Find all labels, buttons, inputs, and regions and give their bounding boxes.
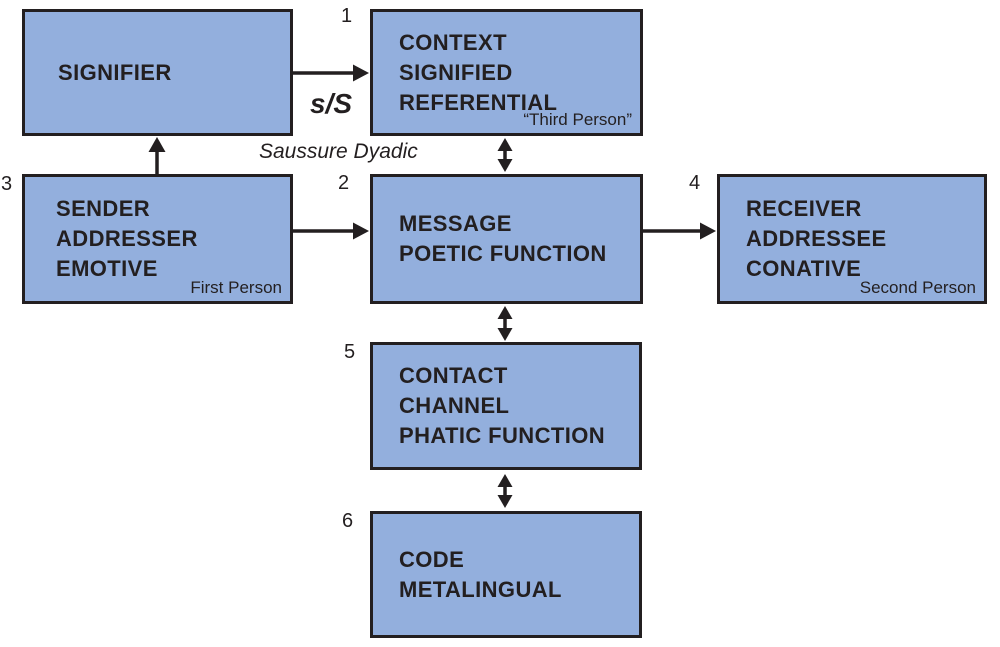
box-number-message: 2 bbox=[338, 172, 350, 194]
double-arrow-message-contact bbox=[497, 306, 513, 341]
box-label: POETIC FUNCTION bbox=[399, 241, 607, 266]
box-label: RECEIVER bbox=[746, 196, 862, 221]
box-label: REFERENTIAL bbox=[399, 89, 558, 115]
box-label: ADDRESSEE bbox=[746, 226, 887, 251]
box-number-sender: 3 bbox=[1, 173, 13, 195]
saussure-dyadic-caption: Saussure Dyadic bbox=[259, 140, 418, 163]
box-label: PHATIC FUNCTION bbox=[399, 423, 606, 448]
box-context: CONTEXT SIGNIFIED REFERENTIAL “Third Per… bbox=[370, 9, 643, 136]
box-label: CONATIVE bbox=[746, 256, 862, 281]
box-contact: CONTACT CHANNEL PHATIC FUNCTION bbox=[370, 342, 642, 470]
box-label: SENDER bbox=[56, 196, 151, 221]
box-label: CONTEXT bbox=[399, 29, 507, 55]
box-label: EMOTIVE bbox=[56, 256, 158, 281]
box-label: CODE bbox=[399, 546, 465, 572]
box-label: MESSAGE bbox=[399, 211, 512, 236]
box-code: CODE METALINGUAL bbox=[370, 511, 642, 638]
box-number-receiver: 4 bbox=[689, 172, 701, 194]
box-label: ADDRESSER bbox=[56, 226, 198, 251]
box-message: MESSAGE POETIC FUNCTION bbox=[370, 174, 643, 304]
box-number-contact: 5 bbox=[344, 341, 356, 363]
box-label: METALINGUAL bbox=[399, 576, 562, 602]
person-note: “Third Person” bbox=[523, 110, 632, 129]
arrow-sender-to-signifier bbox=[148, 137, 166, 174]
box-label: CONTACT bbox=[399, 363, 508, 388]
person-note: Second Person bbox=[859, 278, 976, 297]
box-sender: SENDER ADDRESSER EMOTIVE First Person bbox=[22, 174, 293, 304]
box-signifier: SIGNIFIER bbox=[22, 9, 293, 136]
box-label: SIGNIFIED bbox=[399, 59, 513, 85]
box-number-code: 6 bbox=[342, 510, 354, 532]
double-arrow-contact-code bbox=[497, 474, 513, 508]
arrow-sender-to-message bbox=[293, 222, 369, 240]
box-label: SIGNIFIER bbox=[58, 59, 172, 85]
box-label: CHANNEL bbox=[399, 393, 510, 418]
box-number-context: 1 bbox=[341, 5, 353, 27]
person-note: First Person bbox=[190, 278, 282, 297]
double-arrow-context-message bbox=[497, 138, 513, 172]
arrow-signifier-to-context bbox=[293, 64, 369, 82]
box-receiver: RECEIVER ADDRESSEE CONATIVE Second Perso… bbox=[717, 174, 987, 304]
saussure-ratio-label: s/S bbox=[309, 88, 353, 119]
arrow-message-to-receiver bbox=[643, 222, 716, 240]
